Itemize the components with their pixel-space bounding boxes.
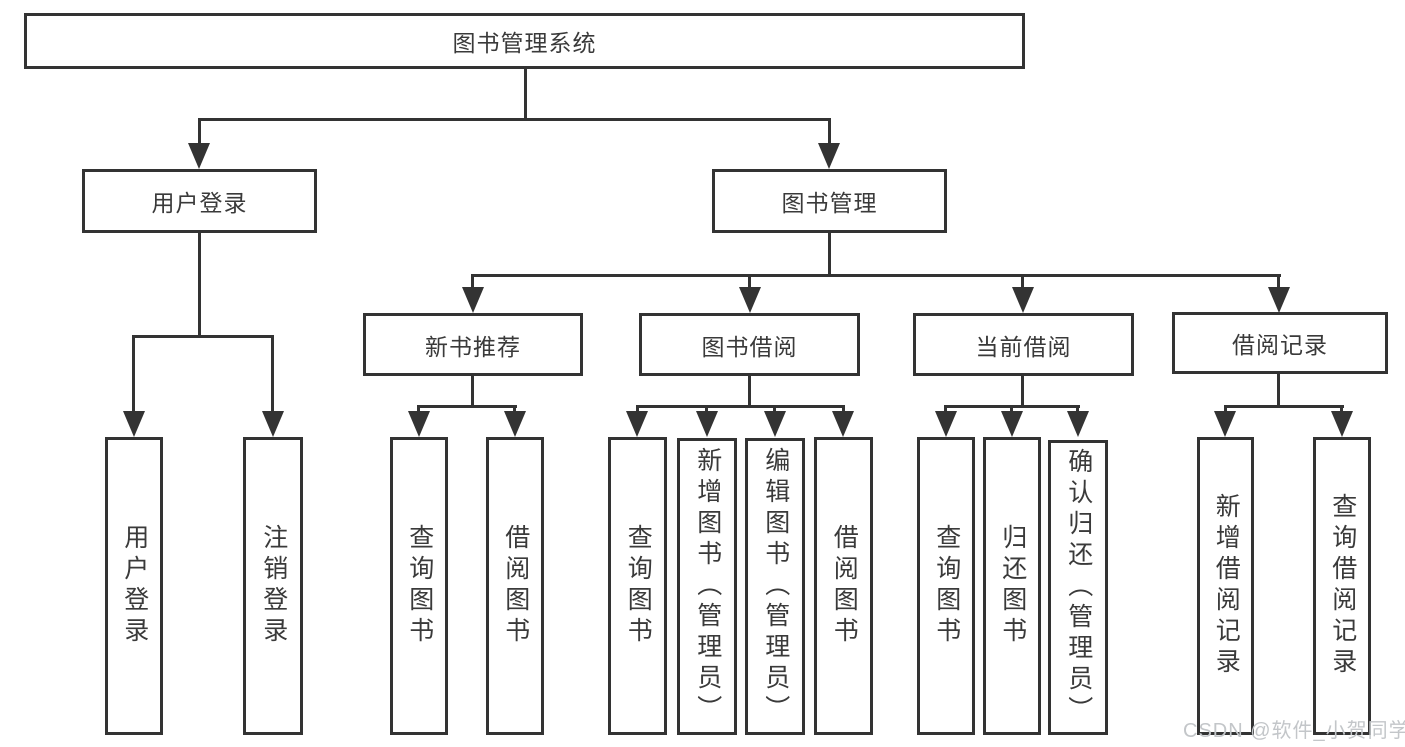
- connector-line: [773, 405, 776, 413]
- arrow-down-icon: [262, 411, 284, 437]
- leaf-newbook-borrow-book: 借阅图书: [486, 437, 544, 735]
- node-new-book-recommend-label: 新书推荐: [425, 333, 521, 360]
- arrow-down-icon: [818, 143, 840, 169]
- leaf-borrow-query-book-label: 查询图书: [624, 524, 653, 648]
- connector-line: [471, 274, 1281, 277]
- node-borrow-records: 借阅记录: [1172, 312, 1388, 374]
- node-current-borrow-label: 当前借阅: [975, 333, 1072, 360]
- arrow-down-icon: [1214, 411, 1236, 437]
- leaf-logout-login: 注销登录: [243, 437, 303, 735]
- node-book-borrow: 图书借阅: [639, 313, 860, 376]
- leaf-current-query-book-label: 查询图书: [932, 524, 961, 648]
- arrow-down-icon: [935, 411, 957, 437]
- connector-line: [636, 405, 845, 408]
- leaf-current-return-book: 归还图书: [983, 437, 1041, 735]
- connector-line: [1277, 374, 1280, 407]
- arrow-down-icon: [696, 411, 718, 437]
- leaf-user-login: 用户登录: [105, 437, 163, 735]
- connector-line: [471, 274, 474, 290]
- leaf-borrow-borrow-book-label: 借阅图书: [830, 524, 859, 648]
- node-root: 图书管理系统: [24, 13, 1025, 69]
- arrow-down-icon: [764, 411, 786, 437]
- node-user-login: 用户登录: [82, 169, 317, 233]
- arrow-down-icon: [1012, 287, 1034, 313]
- connector-line: [417, 405, 420, 413]
- leaf-borrow-query-book: 查询图书: [608, 437, 667, 735]
- arrow-down-icon: [188, 143, 210, 169]
- connector-line: [271, 335, 274, 413]
- node-borrow-records-label: 借阅记录: [1232, 332, 1328, 358]
- arrow-down-icon: [1331, 411, 1353, 437]
- connector-line: [748, 274, 751, 290]
- connector-line: [828, 233, 831, 276]
- connector-line: [1277, 274, 1280, 290]
- leaf-records-add-record: 新增借阅记录: [1197, 437, 1254, 735]
- arrow-down-icon: [1001, 411, 1023, 437]
- arrow-down-icon: [832, 411, 854, 437]
- arrow-down-icon: [504, 411, 526, 437]
- connector-line: [748, 376, 751, 407]
- node-root-label: 图书管理系统: [452, 30, 597, 56]
- arrow-down-icon: [626, 411, 648, 437]
- connector-line: [198, 233, 201, 335]
- leaf-current-confirm-return: 确认归还（管理员）: [1048, 440, 1108, 735]
- connector-line: [198, 118, 831, 121]
- arrow-down-icon: [739, 287, 761, 313]
- leaf-newbook-query-book: 查询图书: [390, 437, 448, 735]
- connector-line: [513, 405, 516, 413]
- connector-line: [471, 376, 474, 407]
- connector-line: [828, 118, 831, 146]
- watermark: CSDN @软件_小贺同学: [1183, 720, 1405, 742]
- leaf-current-query-book: 查询图书: [917, 437, 975, 735]
- leaf-newbook-query-book-label: 查询图书: [405, 524, 434, 648]
- connector-line: [1021, 376, 1024, 407]
- leaf-borrow-add-book: 新增图书（管理员）: [677, 438, 737, 735]
- leaf-records-query-record-label: 查询借阅记录: [1328, 493, 1357, 679]
- leaf-borrow-edit-book: 编辑图书（管理员）: [745, 438, 805, 735]
- connector-line: [1340, 405, 1343, 413]
- connector-line: [132, 335, 135, 413]
- arrow-down-icon: [1268, 287, 1290, 313]
- connector-line: [524, 69, 527, 118]
- arrow-down-icon: [408, 411, 430, 437]
- connector-line: [636, 405, 639, 413]
- connector-line: [417, 405, 517, 408]
- connector-line: [1021, 274, 1024, 290]
- leaf-user-login-label: 用户登录: [120, 524, 149, 648]
- leaf-borrow-borrow-book: 借阅图书: [814, 437, 873, 735]
- leaf-borrow-add-book-label: 新增图书（管理员）: [693, 447, 722, 726]
- arrow-down-icon: [1067, 411, 1089, 437]
- leaf-records-query-record: 查询借阅记录: [1313, 437, 1371, 735]
- connector-line: [842, 405, 845, 413]
- connector-line: [944, 405, 947, 413]
- connector-line: [132, 335, 274, 338]
- connector-line: [198, 118, 201, 146]
- connector-line: [1076, 405, 1079, 413]
- arrow-down-icon: [462, 287, 484, 313]
- leaf-current-confirm-return-label: 确认归还（管理员）: [1064, 448, 1093, 727]
- leaf-logout-login-label: 注销登录: [259, 524, 288, 648]
- leaf-borrow-edit-book-label: 编辑图书（管理员）: [761, 447, 790, 726]
- node-new-book-recommend: 新书推荐: [363, 313, 583, 376]
- node-book-borrow-label: 图书借阅: [701, 333, 798, 360]
- connector-line: [1224, 405, 1344, 408]
- arrow-down-icon: [123, 411, 145, 437]
- leaf-newbook-borrow-book-label: 借阅图书: [501, 524, 530, 648]
- node-current-borrow: 当前借阅: [913, 313, 1134, 376]
- leaf-records-add-record-label: 新增借阅记录: [1212, 493, 1241, 679]
- node-book-management: 图书管理: [712, 169, 947, 233]
- connector-line: [1010, 405, 1013, 413]
- node-book-management-label: 图书管理: [781, 190, 878, 216]
- leaf-current-return-book-label: 归还图书: [998, 524, 1027, 648]
- connector-line: [705, 405, 708, 413]
- connector-line: [1224, 405, 1227, 413]
- node-user-login-label: 用户登录: [151, 190, 248, 216]
